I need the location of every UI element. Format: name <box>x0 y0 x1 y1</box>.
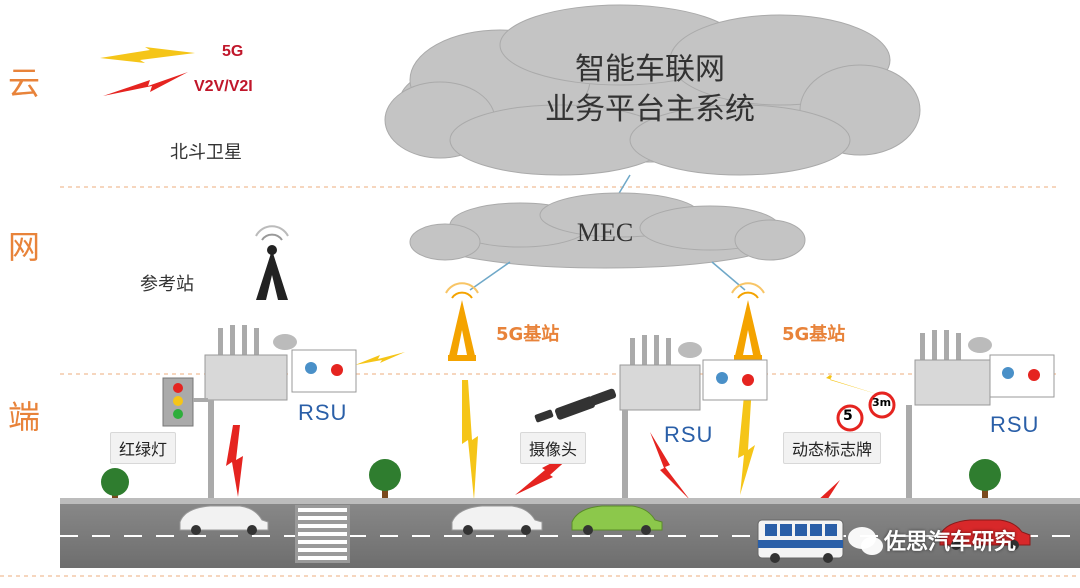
car-white-2 <box>451 505 543 535</box>
tree-2 <box>369 459 401 501</box>
traffic-light-label: 红绿灯 <box>110 432 177 464</box>
platform-title-line2: 业务平台主系统 <box>545 92 755 127</box>
height-sign-value: 3m <box>872 396 892 409</box>
camera-label: 摄像头 <box>520 432 587 464</box>
legend-v2v-label: V2V/V2I <box>194 78 253 95</box>
base-station-label-2: 5G基站 <box>782 324 846 345</box>
mec-cloud <box>409 192 806 269</box>
speed-sign-value: 5 <box>843 408 853 424</box>
legend-beidou-label: 北斗卫星 <box>170 142 242 163</box>
mec-tower1-link <box>469 261 511 291</box>
rsu-unit-3 <box>906 330 1055 500</box>
rsu-label-3: RSU <box>990 412 1040 437</box>
rsu-unit-1 <box>204 325 357 500</box>
reference-station-label: 参考站 <box>140 274 194 295</box>
mec-label: MEC <box>576 218 634 247</box>
platform-title-line1: 智能车联网 <box>575 52 725 87</box>
base-station-tower-2 <box>731 282 765 361</box>
platform-cloud <box>384 4 921 176</box>
car-green <box>571 505 663 535</box>
traffic-light-icon <box>162 377 208 427</box>
layer-label-cloud: 云 <box>8 64 41 102</box>
base-station-tower-1 <box>445 282 479 361</box>
layer-label-edge: 端 <box>8 398 41 436</box>
camera-icon <box>534 388 617 423</box>
car-red <box>939 519 1031 550</box>
v2v-legend-bolt <box>103 72 188 96</box>
tree-1 <box>101 468 129 502</box>
bus <box>757 519 844 563</box>
rsu-label-2: RSU <box>664 422 714 447</box>
car-white-1 <box>179 505 269 535</box>
rsu-label-1: RSU <box>298 400 348 425</box>
dynamic-sign-icon <box>836 391 896 432</box>
wechat-icon <box>848 527 883 555</box>
reference-station-icon <box>255 225 289 300</box>
legend-5g-label: 5G <box>222 43 244 60</box>
dynamic-sign-label: 动态标志牌 <box>783 432 882 464</box>
layer-label-network: 网 <box>8 228 41 266</box>
fiveg-bolts <box>355 352 880 500</box>
fiveg-legend-bolt <box>100 47 195 63</box>
rsu-unit-2 <box>619 335 768 502</box>
tree-3 <box>969 459 1001 501</box>
base-station-label-1: 5G基站 <box>496 324 560 345</box>
platform-title: 智能车联网 业务平台主系统 <box>520 50 780 130</box>
watermark-text: 佐思汽车研究 <box>884 530 1017 555</box>
